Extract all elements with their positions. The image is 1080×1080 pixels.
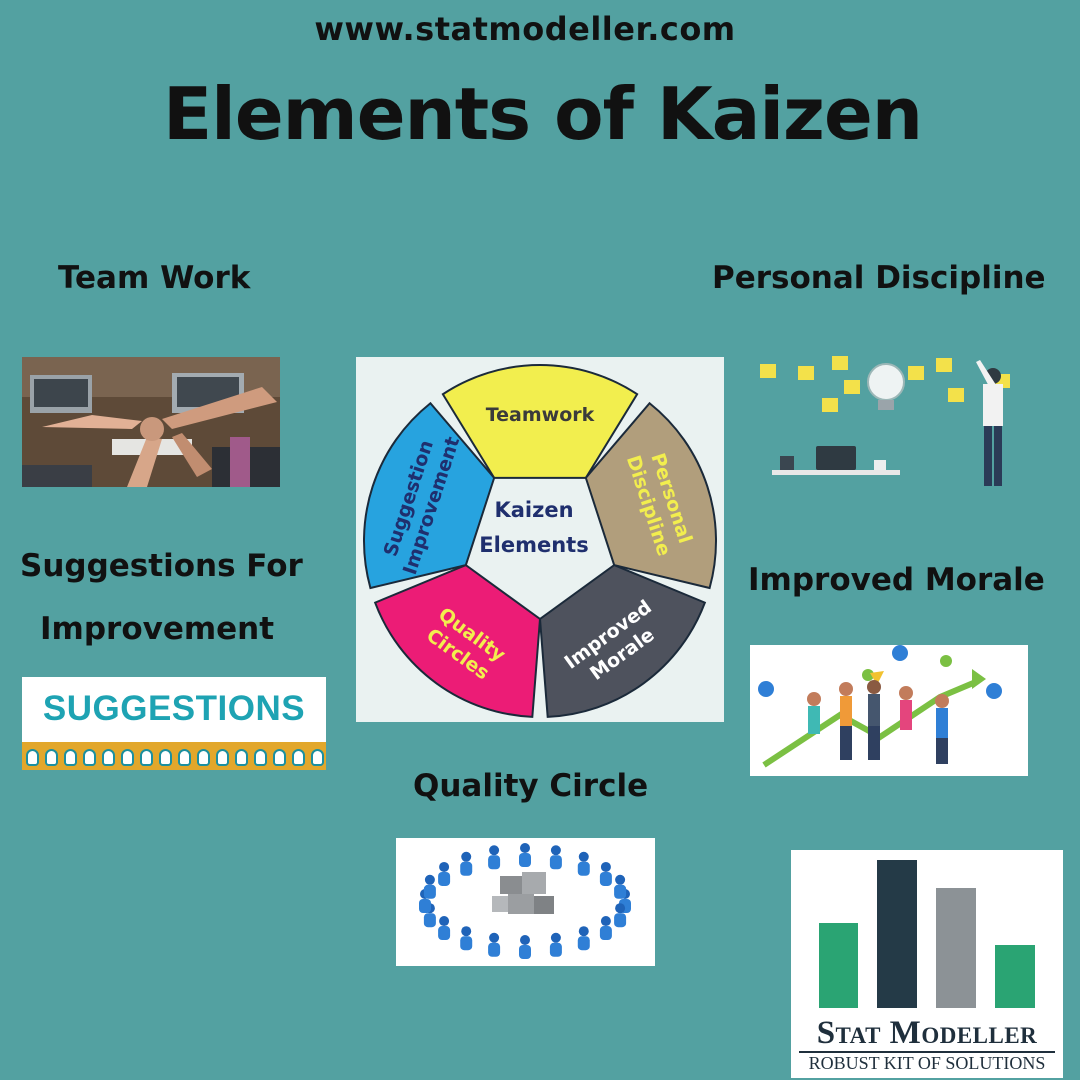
person-figure: [460, 926, 473, 951]
personal-discipline-illustration: [750, 352, 1026, 490]
logo-divider: [799, 1051, 1055, 1053]
person-figure: [614, 903, 627, 928]
person-figure: [614, 874, 627, 899]
center-label-line1: Kaizen: [494, 498, 573, 522]
label-team-work: Team Work: [58, 260, 251, 296]
bulb-icon: [26, 749, 39, 766]
logo-bars: [819, 860, 1035, 1008]
kaizen-wheel: TeamworkPersonalDisciplineImprovedMorale…: [363, 364, 717, 718]
logo-tagline: ROBUST KIT OF SOLUTIONS: [808, 1053, 1046, 1073]
wheel-segment-label: Teamwork: [486, 404, 595, 426]
wheel-segment: [373, 563, 542, 718]
bulb-icon: [121, 749, 134, 766]
bulb-icon: [292, 749, 305, 766]
suggestions-word: SUGGESTIONS: [42, 689, 306, 728]
bulb-strip: [22, 742, 326, 770]
stat-modeller-logo: Stat Modeller ROBUST KIT OF SOLUTIONS: [791, 850, 1063, 1078]
person-figure: [423, 874, 436, 899]
wheel-segment: [538, 563, 707, 718]
discipline-graphic: [750, 352, 1026, 490]
wheel-segment: [584, 401, 717, 590]
wheel-segment-text: Teamwork: [486, 404, 595, 426]
person-figure: [577, 851, 590, 876]
label-quality-circle: Quality Circle: [413, 768, 649, 804]
person-figure: [438, 916, 451, 941]
person-figure: [549, 845, 562, 870]
bulb-icon: [216, 749, 229, 766]
bulb-icon: [83, 749, 96, 766]
morale-graphic: [750, 645, 1028, 776]
logo-bar: [936, 888, 976, 1008]
wheel-segment: [363, 401, 496, 590]
person-figure: [488, 932, 501, 957]
logo-bar: [995, 945, 1035, 1008]
person-figure: [438, 861, 451, 886]
person-figure: [599, 861, 612, 886]
bulb-icon: [235, 749, 248, 766]
person-figure: [577, 926, 590, 951]
bulb-icon: [178, 749, 191, 766]
label-improved-morale: Improved Morale: [748, 562, 1045, 598]
person-figure: [460, 851, 473, 876]
website-url: www.statmodeller.com: [314, 10, 736, 48]
label-suggestions-line2: Improvement: [40, 611, 275, 647]
bulb-icon: [273, 749, 286, 766]
label-personal-discipline: Personal Discipline: [712, 260, 1046, 296]
person-figure: [519, 843, 531, 867]
quality-circle-illustration: [396, 838, 655, 966]
improved-morale-illustration: [750, 645, 1028, 776]
wheel-segment: [441, 364, 639, 479]
teamwork-photo-graphic: [22, 357, 280, 487]
label-suggestions-line1: Suggestions For: [20, 548, 303, 584]
bulb-icon: [254, 749, 267, 766]
suggestions-card: SUGGESTIONS: [22, 677, 326, 770]
bulb-icon: [45, 749, 58, 766]
bulb-icon: [311, 749, 324, 766]
bulb-icon: [159, 749, 172, 766]
logo-name: Stat Modeller: [816, 1015, 1038, 1051]
bulb-icon: [140, 749, 153, 766]
person-figure: [519, 935, 531, 959]
bulb-icon: [102, 749, 115, 766]
logo-bar: [877, 860, 917, 1008]
bulb-icon: [64, 749, 77, 766]
bulb-icon: [197, 749, 210, 766]
person-figure: [488, 845, 501, 870]
person-figure: [599, 916, 612, 941]
person-figure: [549, 932, 562, 957]
logo-bar: [819, 923, 858, 1008]
quality-circle-graphic: [396, 838, 655, 966]
teamwork-photo: [22, 357, 280, 487]
center-label-line2: Elements: [479, 533, 588, 557]
page-title: Elements of Kaizen: [162, 72, 923, 156]
